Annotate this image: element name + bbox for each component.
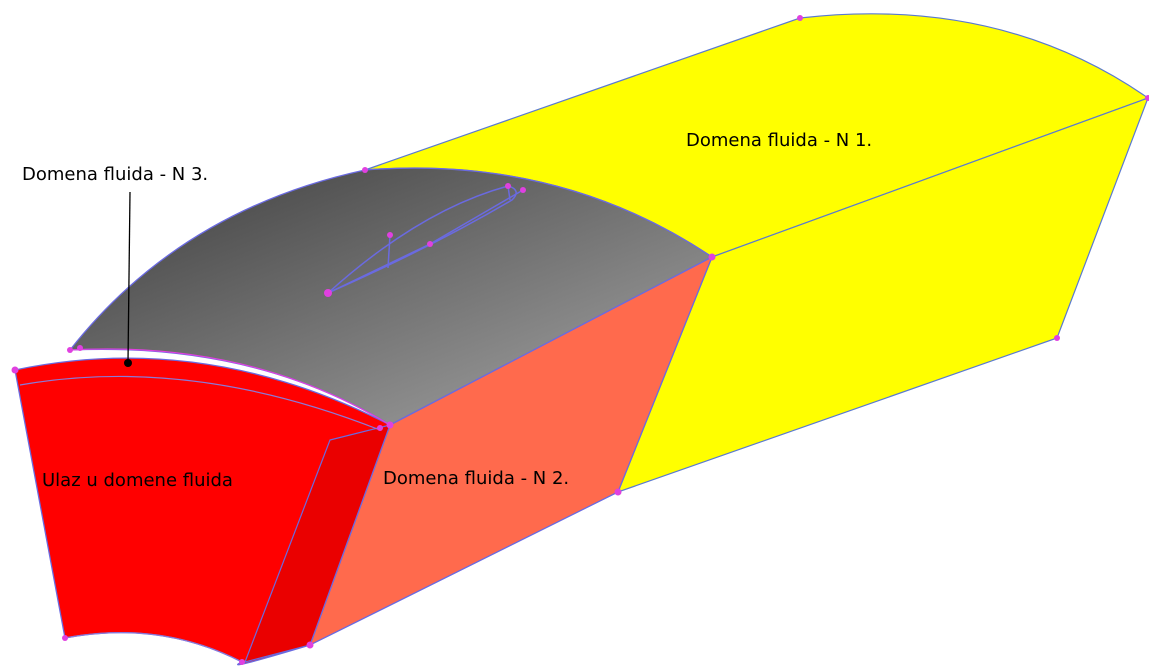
vertex-point xyxy=(387,232,393,238)
vertex-point xyxy=(239,659,245,665)
vertex-point xyxy=(362,167,368,173)
vertex-point xyxy=(377,425,383,431)
vertex-point xyxy=(708,253,716,261)
vertex-markers xyxy=(11,15,1149,665)
vertex-point xyxy=(386,421,394,429)
vertex-point xyxy=(505,183,511,189)
vertex-point xyxy=(520,187,526,193)
vertex-point xyxy=(1145,95,1149,101)
vertex-point xyxy=(614,488,622,496)
vertex-point xyxy=(11,366,19,374)
domain-n3-label: Domena fluida - N 3. xyxy=(22,164,208,185)
vertex-point xyxy=(427,241,433,247)
inlet-inner-arc xyxy=(19,375,381,431)
vertex-point xyxy=(324,289,332,297)
inlet-label: Ulaz u domene fluida xyxy=(42,470,233,491)
vertex-point xyxy=(67,347,73,353)
vertex-point xyxy=(62,635,68,641)
domain-n1-label: Domena fluida - N 1. xyxy=(686,130,872,151)
vertex-point xyxy=(306,641,314,649)
domain-n3-leader-dot xyxy=(124,359,132,367)
vertex-point xyxy=(1054,335,1060,341)
inlet-rim-arc xyxy=(69,348,391,426)
domain-n2-label: Domena fluida - N 2. xyxy=(383,468,569,489)
inlet-bottom-arc xyxy=(64,632,243,663)
vertex-point xyxy=(797,15,803,21)
domain-n3-leader-line xyxy=(127,191,131,363)
vertex-point xyxy=(77,345,83,351)
